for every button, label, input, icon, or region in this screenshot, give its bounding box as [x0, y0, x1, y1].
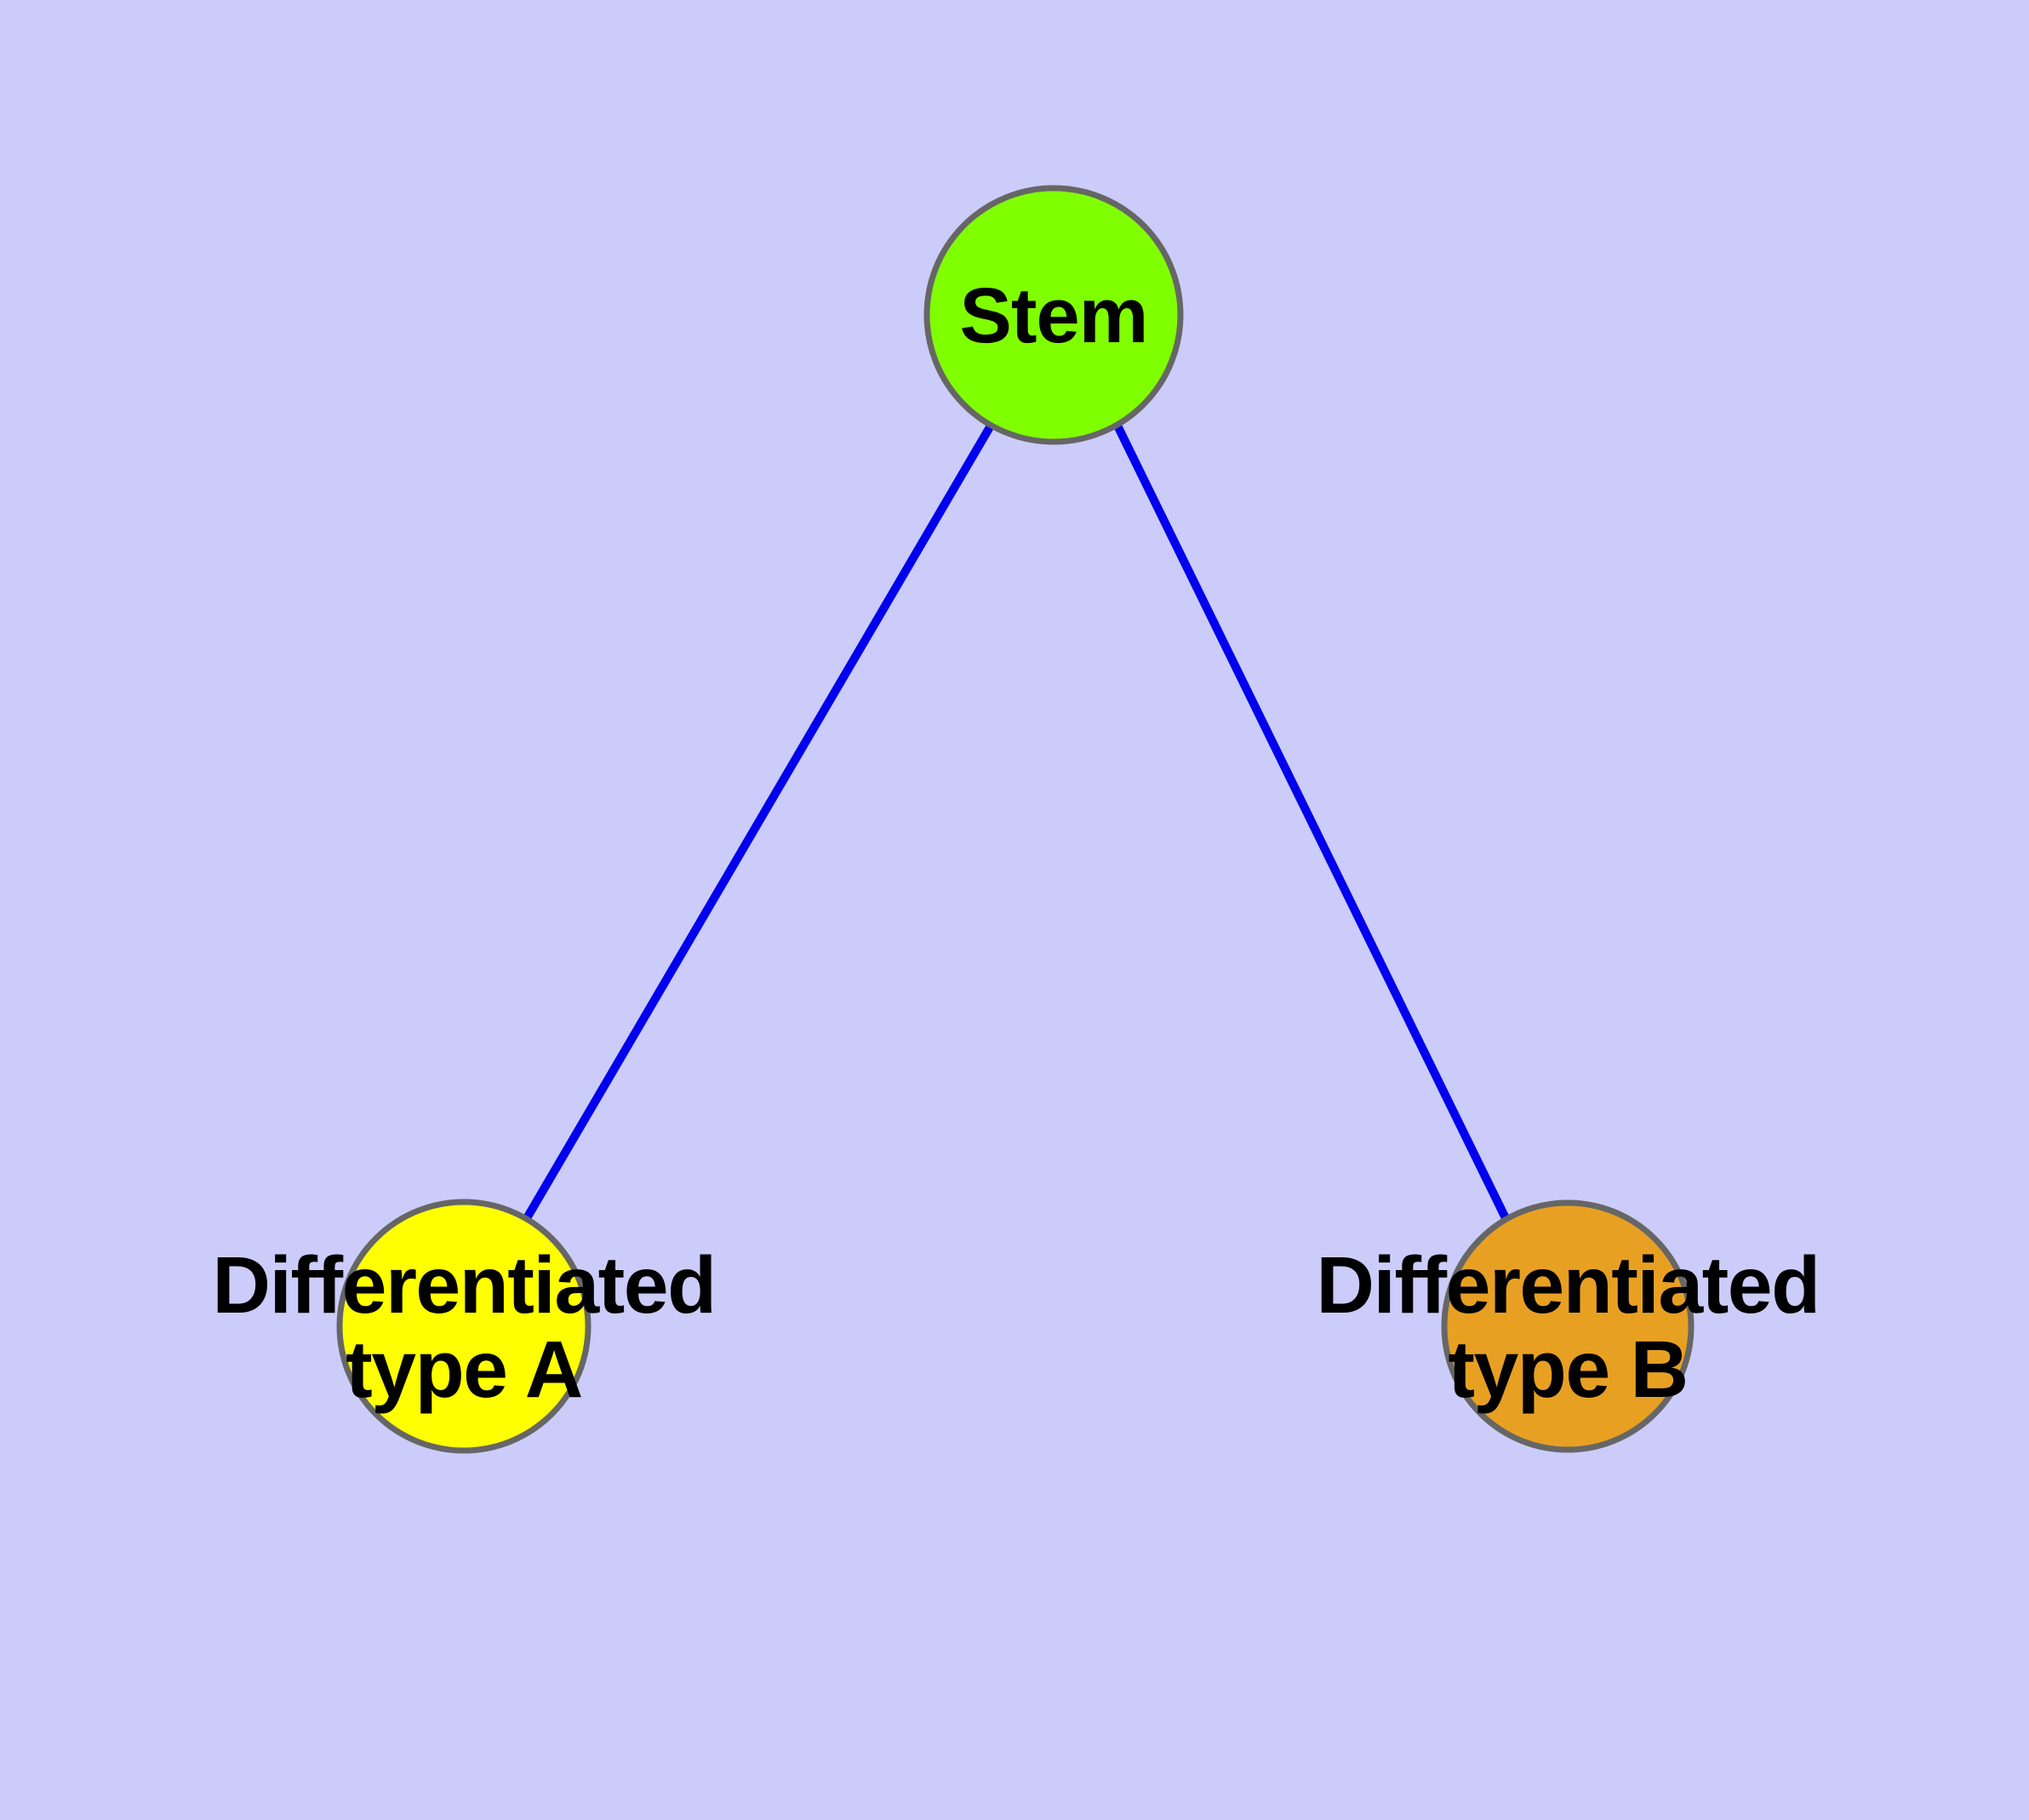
node-stem[interactable]	[923, 185, 1184, 445]
node-layer	[336, 185, 1695, 1454]
node-differentiated-type-a[interactable]	[336, 1199, 592, 1454]
edge-stem-to-diff-b[interactable]	[1113, 423, 1510, 1221]
edge-stem-to-diff-a[interactable]	[523, 423, 995, 1221]
edge-layer	[523, 423, 1510, 1221]
node-differentiated-type-b[interactable]	[1441, 1199, 1695, 1453]
